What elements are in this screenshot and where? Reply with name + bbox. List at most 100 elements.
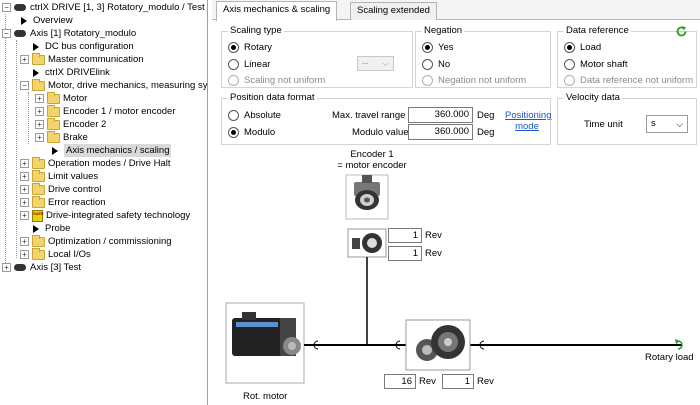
tree-item-probe[interactable]: Probe bbox=[33, 222, 70, 235]
scaling-type-group: Scaling type Rotary Linear Scaling not u… bbox=[221, 25, 413, 88]
time-unit-label: Time unit bbox=[584, 119, 623, 130]
tree-item-overview[interactable]: Overview bbox=[21, 14, 73, 27]
linear-radio[interactable]: Linear bbox=[228, 58, 270, 70]
expand-icon[interactable]: + bbox=[35, 107, 44, 116]
radio-indicator bbox=[564, 74, 575, 86]
tree-item-encoder1[interactable]: + Encoder 1 / motor encoder bbox=[35, 104, 175, 118]
group-title: Velocity data bbox=[564, 92, 622, 103]
tree-item-master-communication[interactable]: + Master communication bbox=[20, 52, 144, 66]
expand-icon[interactable]: + bbox=[35, 133, 44, 142]
expand-icon[interactable]: + bbox=[35, 94, 44, 103]
collapse-icon[interactable]: − bbox=[20, 81, 29, 90]
max-travel-range-input[interactable]: 360.000 bbox=[408, 107, 473, 123]
tree-item-axis-mechanics-scaling[interactable]: Axis mechanics / scaling bbox=[52, 144, 172, 157]
absolute-radio[interactable]: Absolute bbox=[228, 109, 281, 121]
chevron-down-icon: ⌵ bbox=[676, 119, 683, 129]
drive-icon bbox=[14, 4, 26, 11]
gear-output-rev-field[interactable]: 1 bbox=[442, 374, 474, 389]
tree-item-motor[interactable]: + Motor bbox=[35, 91, 87, 105]
position-data-format-group: Position data format Absolute Modulo Max… bbox=[221, 92, 552, 145]
folder-icon bbox=[47, 130, 60, 143]
encoder-rev-input-1[interactable]: 1 bbox=[388, 228, 422, 243]
rotation-indicators bbox=[313, 340, 485, 350]
reference-not-uniform-radio: Data reference not uniform bbox=[564, 74, 693, 86]
modulo-value-unit: Deg bbox=[477, 127, 495, 138]
radio-indicator bbox=[228, 58, 239, 70]
radio-indicator bbox=[422, 41, 433, 53]
positioning-mode-link[interactable]: Positioning mode bbox=[505, 110, 552, 132]
tree-guide-line bbox=[28, 92, 29, 144]
expand-icon[interactable]: + bbox=[20, 198, 29, 207]
scaling-not-uniform-radio: Scaling not uniform bbox=[228, 74, 325, 86]
tree-item-safety-technology[interactable]: + SAFE Drive-integrated safety technolog… bbox=[20, 209, 190, 222]
load-arrow-icon bbox=[675, 339, 683, 350]
gearbox-icon bbox=[405, 319, 471, 371]
group-title: Data reference bbox=[564, 25, 631, 36]
tree-item-dc-bus[interactable]: DC bus configuration bbox=[33, 40, 134, 53]
folder-icon bbox=[32, 169, 45, 182]
reference-load-radio[interactable]: Load bbox=[564, 41, 601, 53]
radio-indicator bbox=[228, 41, 239, 53]
modulo-radio[interactable]: Modulo bbox=[228, 126, 275, 138]
tree-item-drivelink[interactable]: ctrlX DRIVElink bbox=[33, 66, 110, 79]
rev-unit: Rev bbox=[425, 248, 442, 259]
folder-icon bbox=[47, 91, 60, 104]
reference-motor-shaft-radio[interactable]: Motor shaft bbox=[564, 58, 628, 70]
collapse-icon[interactable]: − bbox=[2, 29, 11, 38]
tree-item-limit-values[interactable]: + Limit values bbox=[20, 169, 98, 183]
tree-item-error-reaction[interactable]: + Error reaction bbox=[20, 195, 106, 209]
refresh-icon[interactable] bbox=[675, 25, 688, 38]
negation-not-uniform-radio: Negation not uniform bbox=[422, 74, 526, 86]
tree-item-encoder2[interactable]: + Encoder 2 bbox=[35, 117, 106, 131]
expand-icon[interactable]: + bbox=[20, 185, 29, 194]
radio-indicator bbox=[228, 109, 239, 121]
safety-icon: SAFE bbox=[32, 209, 44, 222]
tree-item-operation-modes[interactable]: + Operation modes / Drive Halt bbox=[20, 156, 171, 170]
tab-scaling-extended[interactable]: Scaling extended bbox=[350, 2, 437, 20]
gear-input-rev-field[interactable]: 16 bbox=[384, 374, 416, 389]
negation-group: Negation Yes No Negation not uniform bbox=[415, 25, 551, 88]
tree-item-motor-drive-mechanics[interactable]: − Motor, drive mechanics, measuring syst… bbox=[20, 78, 207, 92]
motor-label: Rot. motor bbox=[243, 391, 288, 402]
folder-icon bbox=[32, 52, 45, 65]
expand-icon[interactable]: + bbox=[20, 237, 29, 246]
max-travel-label: Max. travel range ± bbox=[332, 110, 414, 121]
rev-unit: Rev bbox=[419, 376, 436, 387]
collapse-icon[interactable]: − bbox=[2, 3, 11, 12]
tree-item-optimization[interactable]: + Optimization / commissioning bbox=[20, 234, 172, 248]
expand-icon[interactable]: + bbox=[20, 211, 29, 220]
tree-item-brake[interactable]: + Brake bbox=[35, 130, 88, 144]
velocity-data-group: Velocity data Time unit s ⌵ bbox=[557, 92, 697, 145]
negation-no-radio[interactable]: No bbox=[422, 58, 450, 70]
mechanics-diagram bbox=[225, 174, 683, 384]
expand-icon[interactable]: + bbox=[2, 263, 11, 272]
time-unit-select[interactable]: s ⌵ bbox=[646, 115, 688, 133]
encoder-rev-input-2[interactable]: 1 bbox=[388, 246, 422, 261]
linear-unit-select: -- ⌵ bbox=[357, 56, 394, 71]
tree-item-axis1[interactable]: − Axis [1] Rotatory_modulo bbox=[2, 27, 136, 40]
encoder-gear-icon bbox=[347, 228, 387, 258]
expand-icon[interactable]: + bbox=[35, 120, 44, 129]
rev-unit: Rev bbox=[477, 376, 494, 387]
tab-bar: Axis mechanics & scaling Scaling extende… bbox=[212, 0, 700, 21]
tab-axis-mechanics-scaling[interactable]: Axis mechanics & scaling bbox=[216, 1, 338, 21]
tree-item-drive-control[interactable]: + Drive control bbox=[20, 182, 101, 196]
tree-item-axis3[interactable]: + Axis [3] Test bbox=[2, 261, 81, 274]
expand-icon[interactable]: + bbox=[20, 172, 29, 181]
expand-icon[interactable]: + bbox=[20, 250, 29, 259]
tree-root-drive[interactable]: − ctrlX DRIVE [1, 3] Rotatory_modulo / T… bbox=[2, 1, 205, 14]
axis-icon bbox=[14, 30, 26, 37]
tree-item-local-ios[interactable]: + Local I/Os bbox=[20, 247, 91, 261]
radio-indicator bbox=[422, 74, 433, 86]
arrow-icon bbox=[33, 68, 39, 77]
expand-icon[interactable]: + bbox=[20, 159, 29, 168]
expand-icon[interactable]: + bbox=[20, 55, 29, 64]
rotary-radio[interactable]: Rotary bbox=[228, 41, 272, 53]
arrow-icon bbox=[33, 42, 39, 51]
folder-icon bbox=[32, 195, 45, 208]
motor-icon bbox=[225, 302, 305, 384]
negation-yes-radio[interactable]: Yes bbox=[422, 41, 454, 53]
group-title: Scaling type bbox=[228, 25, 284, 36]
modulo-value-input[interactable]: 360.000 bbox=[408, 124, 473, 140]
arrow-icon bbox=[52, 146, 58, 155]
